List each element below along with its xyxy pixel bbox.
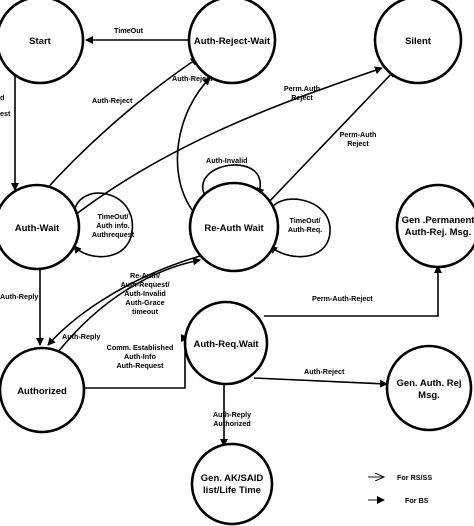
label-auth-reject-1: Auth-Reject [92, 96, 133, 105]
label-auth-reply-authorized-b: Authorized [213, 419, 251, 428]
edge-auth-wait-loop [73, 192, 134, 258]
label-timeout-authinfo-b: Auth info. [96, 221, 130, 230]
label-perm-auth-reject-3: Perm-Auth-Reject [312, 294, 373, 303]
label-auth-reject-3: Auth-Reject [304, 367, 345, 376]
state-reauth-wait-label: Re-Auth Wait [204, 223, 264, 234]
edge-auth-reject-1 [41, 57, 199, 195]
label-cut-left-1: d [0, 93, 4, 102]
state-auth-req-wait: Auth-Req.Wait [183, 300, 269, 386]
edge-perm-auth-reject-3 [264, 265, 442, 317]
legend-bs: For BS [405, 496, 429, 505]
edge-auth-reject-3 [253, 377, 388, 388]
state-auth-wait-label: Auth-Wait [15, 223, 60, 234]
state-auth-reject-wait: Auth-Reject-Wait [187, 0, 277, 85]
state-authorized-label: Authorized [17, 386, 67, 397]
label-perm-auth-reject-2-b: Reject [347, 139, 369, 148]
label-timeout-authreq-b: Auth-Req. [288, 225, 322, 234]
state-gen-permanent-line1: Gen .Permanent [402, 215, 474, 226]
state-start: Start [0, 0, 85, 85]
legend: For RS/SS For BS [368, 473, 432, 505]
label-perm-auth-reject-1-b: Reject [291, 93, 313, 102]
state-auth-wait: Auth-Wait [0, 183, 81, 271]
label-timeout-authinfo-c: Authrequest [92, 230, 135, 239]
label-auth-reply-1: Auth-Reply [62, 332, 100, 341]
label-auth-invalid: Auth-Invalid [206, 156, 248, 165]
state-silent: Silent [373, 0, 463, 85]
state-authorized: Authorized [0, 346, 86, 434]
legend-rs-ss: For RS/SS [397, 473, 432, 482]
state-reauth-wait: Re-Auth Wait [188, 181, 280, 273]
label-cut-left-2: est [0, 109, 11, 118]
state-gen-permanent-line2: Auth-Rej. Msg. [405, 227, 472, 238]
label-comm-established-b: Auth-Info [124, 352, 157, 361]
label-timeout: TimeOut [114, 26, 144, 35]
label-reauth-multi-d: Auth-Grace [125, 298, 164, 307]
state-gen-ak: Gen. AK/SAID list/Life Time [190, 442, 274, 526]
edge-reauth-wait-loop [269, 198, 331, 258]
label-perm-auth-reject-1-a: Perm.Auth [284, 84, 320, 93]
label-timeout-authreq-a: TimeOut/ [289, 216, 320, 225]
label-reauth-multi-e: timeout [132, 307, 159, 316]
label-comm-established-c: Auth-Request [116, 361, 164, 370]
state-auth-reject-wait-label: Auth-Reject-Wait [194, 36, 271, 47]
state-silent-label: Silent [405, 36, 432, 47]
state-gen-ak-line2: list/Life Time [203, 485, 261, 496]
edge-auth-reject-2 [176, 77, 211, 211]
state-gen-auth-rej-line2: Msg. [418, 390, 440, 401]
edge-reauth-multi [57, 257, 201, 353]
state-gen-ak-line1: Gen. AK/SAID [201, 473, 264, 484]
label-reauth-multi-a: Re-Auth/ [130, 271, 160, 280]
state-gen-auth-rej-line1: Gen. Auth. Rej [396, 378, 461, 389]
edge-auth-reply-1 [47, 255, 201, 346]
edge-perm-auth-reject-1 [65, 66, 383, 223]
label-cut-left-3: Auth-Reply [0, 292, 38, 301]
edge-perm-auth-reject-2 [265, 69, 396, 206]
label-auth-reply-authorized-a: Auth-Reply [213, 410, 251, 419]
label-comm-established-a: Comm. Established [107, 343, 174, 352]
edge-comm-established [82, 338, 186, 389]
label-perm-auth-reject-2-a: Perm-Auth [340, 130, 377, 139]
state-gen-permanent: Gen .Permanent Auth-Rej. Msg. [395, 183, 474, 269]
state-start-label: Start [29, 36, 51, 47]
label-reauth-multi-c: Auth-Invalid [124, 289, 166, 298]
label-timeout-authinfo-a: TimeOut/ [97, 212, 128, 221]
edge-auth-invalid-loop [202, 164, 265, 197]
label-auth-reject-2: Auth-Reject [172, 74, 213, 83]
state-auth-req-wait-label: Auth-Req.Wait [193, 339, 259, 350]
state-gen-auth-rej: Gen. Auth. Rej Msg. [385, 344, 473, 432]
label-reauth-multi-b: Auth-Request/ [120, 280, 169, 289]
